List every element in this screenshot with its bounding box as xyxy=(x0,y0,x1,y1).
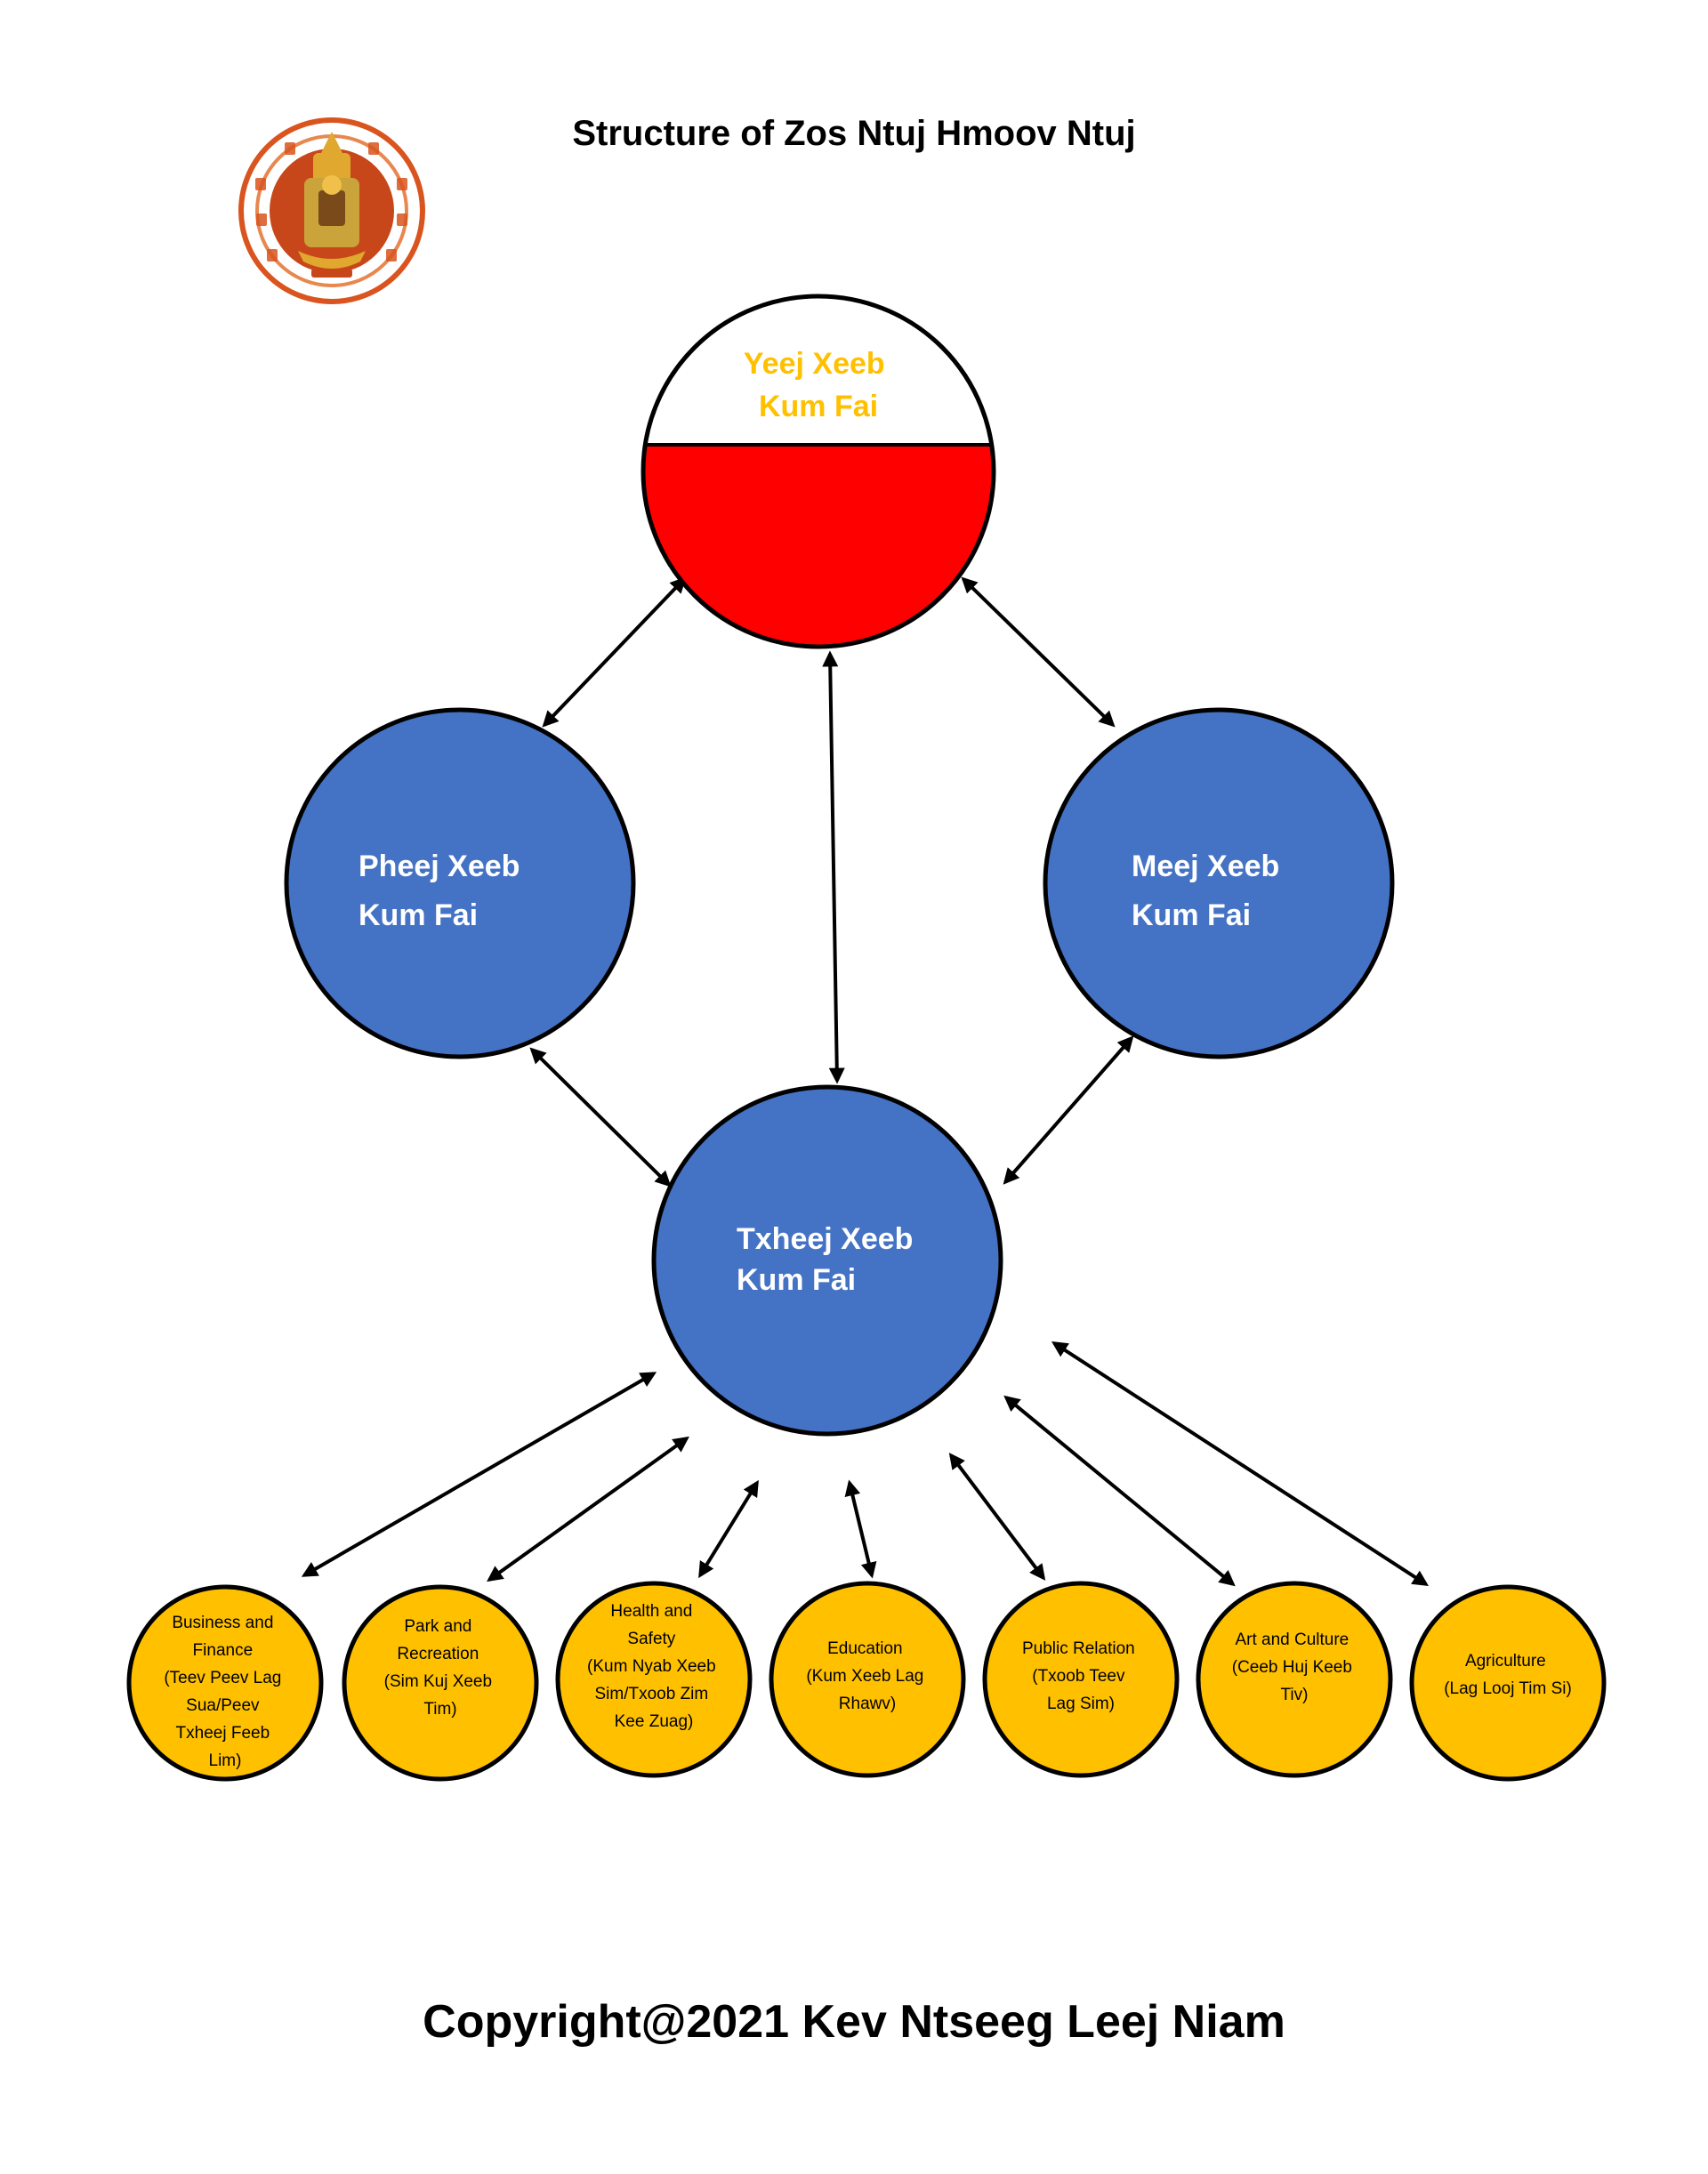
dept-4-line1: Education xyxy=(827,1639,903,1658)
dept-3-line4: Sim/Txoob Zim xyxy=(594,1685,708,1703)
node-txheej-xeeb: Txheej Xeeb Kum Fai xyxy=(651,1084,1003,1437)
dept-3-line2: Safety xyxy=(627,1630,675,1648)
svg-text:Agriculture (Lag Looj Ti: Agriculture (Lag Looj Tim Si) xyxy=(1444,1652,1572,1698)
svg-text:Art and Culture (Ceeb Hu: Art and Culture (Ceeb Huj Keeb Tiv) xyxy=(1232,1630,1357,1704)
dept-2-line3: (Sim Kuj Xeeb xyxy=(384,1672,492,1691)
dept-4-line3: Rhawv) xyxy=(839,1695,896,1713)
node-meej-xeeb-line2: Kum Fai xyxy=(1132,898,1251,932)
dept-1-line3: (Teev Peev Lag xyxy=(164,1669,281,1687)
svg-text:Park and Recreation: Park and Recreation (Sim Kuj Xeeb Tim) xyxy=(384,1617,497,1719)
node-pheej-xeeb-line2: Kum Fai xyxy=(359,898,478,932)
dept-6: Art and Culture (Ceeb Huj Keeb Tiv) xyxy=(1196,1581,1393,1778)
dept-5: Public Relation (Txoob Teev Lag Sim) xyxy=(982,1581,1180,1778)
dept-3-line3: (Kum Nyab Xeeb xyxy=(587,1657,716,1676)
node-yeej-xeeb-line2: Kum Fai xyxy=(759,390,878,423)
dept-1-line6: Lim) xyxy=(209,1751,242,1770)
node-yeej-xeeb-line1: Yeej Xeeb xyxy=(744,347,885,381)
svg-text:Education (Kum Xeeb Lag: Education (Kum Xeeb Lag Rhawv) xyxy=(806,1639,928,1713)
dept-1: Business and Finance (Teev Peev Lag Sua/… xyxy=(126,1584,324,1782)
dept-4-line2: (Kum Xeeb Lag xyxy=(806,1667,923,1686)
node-pheej-xeeb-line1: Pheej Xeeb xyxy=(359,849,520,883)
dept-2-line1: Park and xyxy=(404,1617,471,1636)
dept-4: Education (Kum Xeeb Lag Rhawv) xyxy=(769,1581,966,1778)
svg-text:Pheej Xeeb Kum Fai: Pheej Xeeb Kum Fai xyxy=(359,849,528,932)
svg-text:Public Relation (Txoob T: Public Relation (Txoob Teev Lag Sim) xyxy=(1022,1639,1140,1713)
dept-6-line2: (Ceeb Huj Keeb xyxy=(1232,1658,1352,1677)
dept-2-line2: Recreation xyxy=(397,1645,479,1663)
dept-3-line5: Kee Zuag) xyxy=(615,1712,694,1731)
connectors xyxy=(301,576,1430,1587)
dept-3-line1: Health and xyxy=(610,1602,692,1621)
dept-5-line2: (Txoob Teev xyxy=(1032,1667,1125,1686)
svg-text:Health and Safety: Health and Safety (Kum Nyab Xeeb Sim/Txo… xyxy=(587,1602,721,1731)
dept-5-line1: Public Relation xyxy=(1022,1639,1135,1658)
dept-1-line2: Finance xyxy=(193,1641,254,1660)
seal-logo-icon xyxy=(238,117,425,304)
dept-6-line3: Tiv) xyxy=(1281,1686,1309,1704)
node-txheej-xeeb-line1: Txheej Xeeb xyxy=(737,1222,913,1256)
dept-1-line4: Sua/Peev xyxy=(186,1696,260,1715)
dept-7: Agriculture (Lag Looj Tim Si) xyxy=(1409,1584,1607,1782)
dept-3: Health and Safety (Kum Nyab Xeeb Sim/Txo… xyxy=(555,1581,753,1778)
page-title: Structure of Zos Ntuj Hmoov Ntuj xyxy=(572,114,1135,153)
node-yeej-xeeb: Yeej Xeeb Kum Fai xyxy=(640,294,996,649)
svg-text:Yeej Xeeb Kum Fai: Yeej Xeeb Kum Fai xyxy=(744,347,893,423)
dept-2-line4: Tim) xyxy=(423,1700,456,1719)
dept-7-line2: (Lag Looj Tim Si) xyxy=(1444,1679,1572,1698)
node-meej-xeeb: Meej Xeeb Kum Fai xyxy=(1043,707,1395,1059)
node-txheej-xeeb-line2: Kum Fai xyxy=(737,1263,856,1297)
node-pheej-xeeb: Pheej Xeeb Kum Fai xyxy=(284,707,636,1059)
dept-2: Park and Recreation (Sim Kuj Xeeb Tim) xyxy=(342,1584,539,1782)
dept-1-line1: Business and xyxy=(172,1614,273,1632)
node-meej-xeeb-line1: Meej Xeeb xyxy=(1132,849,1279,883)
svg-text:Txheej Xeeb Kum Fai: Txheej Xeeb Kum Fai xyxy=(737,1222,922,1297)
dept-5-line3: Lag Sim) xyxy=(1047,1695,1115,1713)
dept-1-line5: Txheej Feeb xyxy=(176,1724,270,1743)
dept-6-line1: Art and Culture xyxy=(1235,1630,1349,1649)
dept-7-line1: Agriculture xyxy=(1465,1652,1546,1671)
svg-text:Business and Finance: Business and Finance (Teev Peev Lag Sua/… xyxy=(164,1614,286,1770)
svg-text:Meej Xeeb Kum Fai: Meej Xeeb Kum Fai xyxy=(1132,849,1288,932)
copyright-text: Copyright@2021 Kev Ntseeg Leej Niam xyxy=(423,1996,1285,2048)
